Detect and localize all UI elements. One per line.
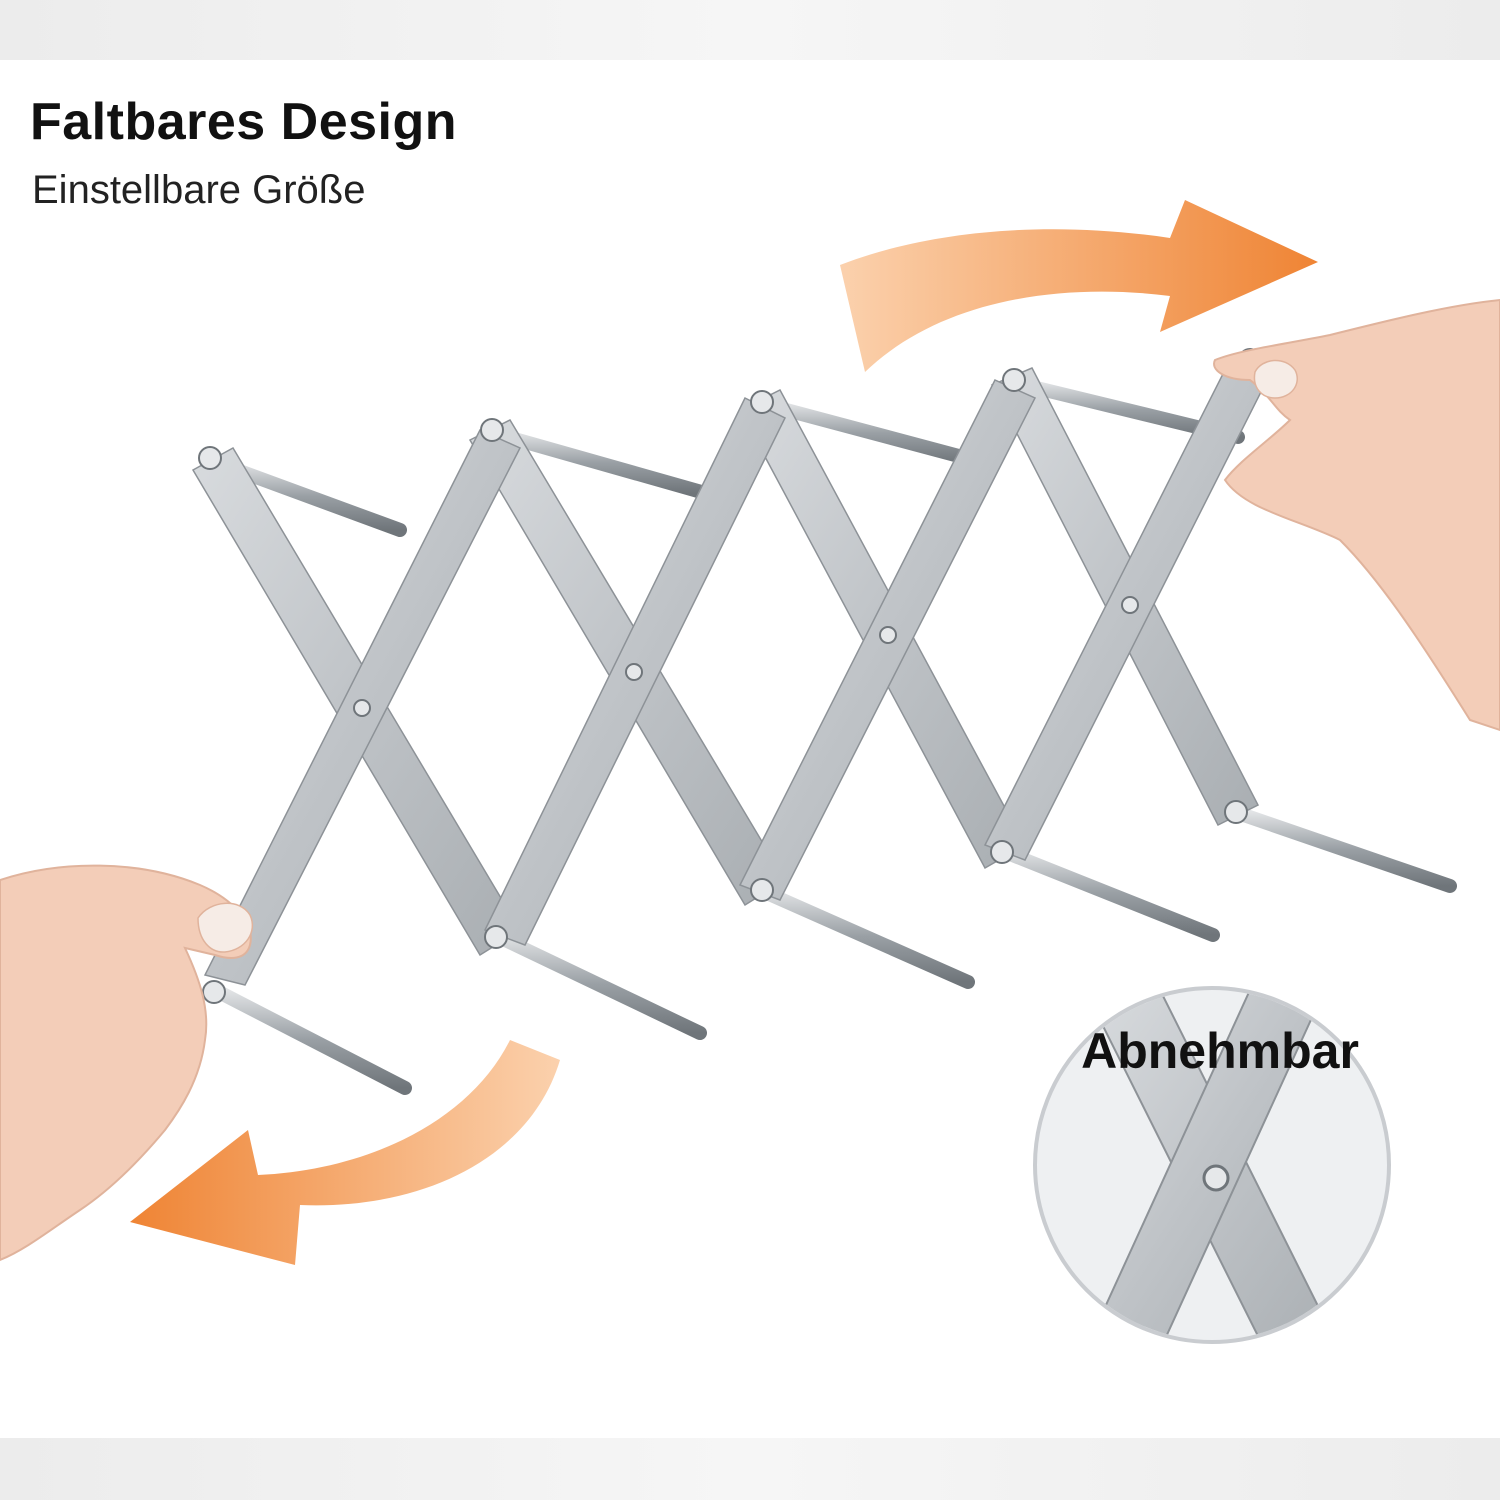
page-title: Faltbares Design — [30, 93, 458, 151]
pivot-rivets — [198, 348, 1262, 1004]
zoom-label: Abnehmbar — [1081, 1023, 1359, 1079]
top-band — [0, 0, 1500, 60]
arrow-left-icon — [130, 1040, 560, 1265]
bottom-band — [0, 1438, 1500, 1500]
zoom-detail — [1033, 986, 1391, 1344]
left-hand — [0, 864, 254, 1262]
right-hand — [1213, 298, 1500, 732]
page-subtitle: Einstellbare Größe — [32, 168, 366, 212]
arrow-right-icon — [840, 200, 1318, 372]
zoom-rivet — [1202, 1164, 1230, 1192]
